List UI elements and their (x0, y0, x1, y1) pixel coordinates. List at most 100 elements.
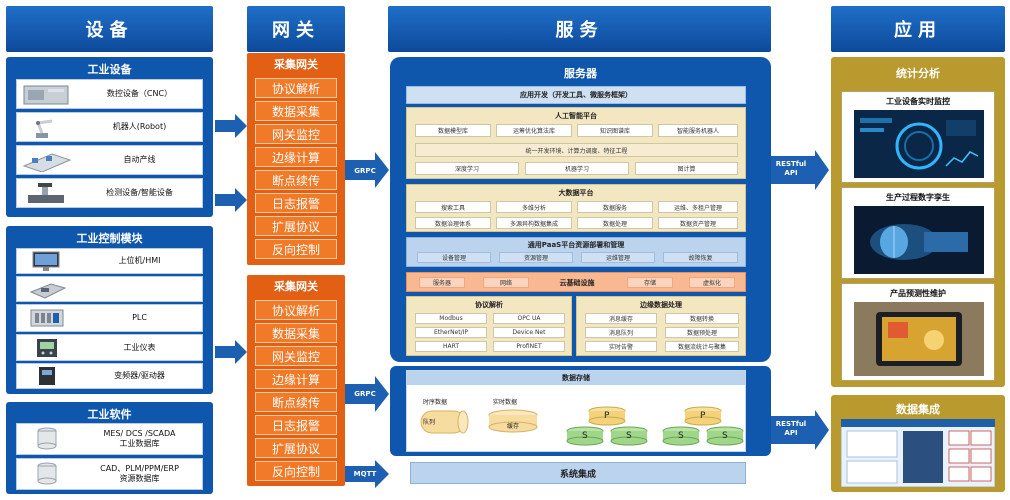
edge-chip: 实时告警 (585, 341, 657, 352)
grpc-label-2: GRPC (354, 390, 376, 398)
production-line-icon (17, 147, 77, 173)
protocol-chip: ProfiNET (493, 341, 565, 352)
ai-chip: 运筹优化算法库 (496, 124, 572, 137)
bigdata-chip: 数据处理 (577, 217, 653, 229)
paas-chip: 设备管理 (417, 252, 491, 263)
ai-chip: 知识图谱库 (577, 124, 653, 137)
restful-label-2: RESTful API (775, 420, 807, 437)
protocol-chip: HART (415, 341, 487, 352)
app-card-title: 产品预测性维护 (890, 289, 946, 298)
queue-label: 队列 (423, 419, 436, 426)
arrow-right-icon (345, 152, 389, 188)
bigdata-panel: 大数据平台 搜索工具 多维分析 数据服务 运维、多租户管理 数据治理体系 多源异… (406, 184, 746, 232)
edge-chip: 消息队列 (585, 327, 657, 338)
gateway-item: 扩展协议 (255, 438, 337, 458)
ai-chip: 数据模型库 (415, 124, 491, 137)
device-row-inverter: 变频器/驱动器 (16, 363, 203, 389)
bigdata-chip: 运维、多租户管理 (658, 201, 738, 213)
device-label: 自动产线 (123, 155, 156, 164)
gateway-item: 数据采集 (255, 101, 337, 121)
protocol-chip: EtherNet/IP (415, 327, 487, 338)
gateway-title: 采集网关 (274, 58, 318, 71)
database-icon (17, 426, 77, 452)
bigdata-chip: 数据资产管理 (658, 217, 738, 229)
gateway-item: 协议解析 (255, 78, 337, 98)
industrial-equipment-panel: 工业设备 数控设备（CNC） 机器人(Robot) 自动产线 检测设备/智能设备 (6, 57, 213, 217)
bigdata-chip: 数据治理体系 (415, 217, 491, 229)
bigdata-chip: 数据服务 (577, 201, 653, 213)
cnc-machine-icon (17, 81, 77, 107)
edge-chip: 消息缓存 (585, 313, 657, 324)
device-row-robot: 机器人(Robot) (16, 112, 203, 142)
edge-panel: 边缘数据处理 消息缓存 数据转换 消息队列 数据预处理 实时告警 数据流统计与聚… (576, 296, 746, 356)
ai-platform-panel: 人工智能平台 数据模型库 运筹优化算法库 知识图谱库 智能服务机器人 统一开发环… (406, 107, 746, 179)
bigdata-title: 大数据平台 (558, 189, 594, 197)
arrow-right-icon (771, 410, 829, 450)
inverter-icon (17, 363, 77, 389)
header-devices: 设备 (6, 6, 213, 52)
paas-chip: 故障恢复 (663, 252, 738, 263)
bigdata-chip: 多维分析 (496, 201, 572, 213)
db-cluster-icon (566, 406, 648, 446)
header-gateway: 网关 (247, 6, 345, 52)
arrow-right-icon (345, 376, 389, 412)
bigdata-chip: 搜索工具 (415, 201, 491, 213)
queue-icon (420, 410, 469, 434)
device-label: MES/ DCS /SCADA 工业数据库 (103, 429, 176, 448)
gateway-panel-2: 采集网关 协议解析 数据采集 网关监控 边缘计算 断点续传 日志报警 扩展协议 … (247, 275, 345, 486)
edge-chip: 数据转换 (665, 313, 739, 324)
ai-chip: 图计算 (635, 162, 738, 175)
device-row-production-line: 自动产线 (16, 145, 203, 175)
controller-board-icon (17, 276, 77, 302)
app-card-digital-twin[interactable]: 生产过程数字孪生 (841, 187, 995, 279)
header-applications: 应用 (831, 6, 1005, 52)
gateway-item: 协议解析 (255, 300, 337, 320)
gateway-item: 日志报警 (255, 193, 337, 213)
inspection-device-icon (17, 180, 77, 206)
device-label: 数控设备（CNC） (106, 89, 173, 98)
gateway-item: 断点续传 (255, 392, 337, 412)
device-row-inspection: 检测设备/智能设备 (16, 178, 203, 208)
data-integration-title: 数据集成 (896, 403, 940, 416)
gateway-item: 扩展协议 (255, 216, 337, 236)
restful-label-1: RESTful API (775, 160, 807, 177)
arrow-right-icon (215, 188, 247, 212)
device-row-mes: MES/ DCS /SCADA 工业数据库 (16, 423, 203, 455)
grpc-label-1: GRPC (354, 167, 376, 175)
realtime-label: 实时数据 (493, 399, 518, 406)
ai-platform-title: 人工智能平台 (555, 112, 597, 120)
app-card-title: 工业设备实时监控 (886, 97, 950, 106)
storage-inner: 数据存储 时序数据 实时数据 队列 缓存 P S S P S S (406, 370, 746, 452)
tablet-image-icon (854, 302, 984, 376)
device-label: 上位机/HMI (118, 256, 161, 265)
ai-chip: 智能服务机器人 (658, 124, 738, 137)
protocol-chip: OPC UA (493, 313, 565, 324)
device-row-controller (16, 276, 203, 302)
instrument-icon (17, 335, 77, 361)
gateway-panel-1: 采集网关 协议解析 数据采集 网关监控 边缘计算 断点续传 日志报警 扩展协议 … (247, 53, 345, 265)
gateway-server-arrows (345, 152, 389, 488)
protocol-panel: 协议解析 Modbus OPC UA EtherNet/IP Device Ne… (406, 296, 572, 356)
stats-panel: 统计分析 工业设备实时监控 生产过程数字孪生 产品预测性维护 (831, 57, 1005, 387)
gateway-item: 反向控制 (255, 239, 337, 259)
paas-chip: 运维管理 (581, 252, 655, 263)
ai-unified-bar: 统一开发环境、计算力调度、特征工程 (415, 143, 738, 157)
device-label: 变频器/驱动器 (114, 371, 165, 380)
gateway-item: 反向控制 (255, 461, 337, 481)
software-title: 工业软件 (87, 408, 132, 421)
timeseries-label: 时序数据 (423, 399, 448, 406)
storage-title: 数据存储 (407, 371, 745, 385)
iaas-title: 云基础设施 (559, 279, 595, 287)
device-label: 检测设备/智能设备 (106, 188, 173, 197)
iaas-chip: 网络 (483, 277, 529, 288)
app-card-monitoring[interactable]: 工业设备实时监控 (841, 91, 995, 183)
header-services: 服务 (388, 6, 771, 52)
device-label: PLC (132, 313, 147, 322)
server-title: 服务器 (564, 67, 597, 80)
db-cluster-icon (662, 406, 744, 446)
secondary-label: S (582, 431, 588, 441)
app-card-predictive-maintenance[interactable]: 产品预测性维护 (841, 283, 995, 381)
arrow-right-icon (215, 340, 247, 364)
secondary-label: S (678, 431, 684, 441)
edge-chip: 数据预处理 (665, 327, 739, 338)
